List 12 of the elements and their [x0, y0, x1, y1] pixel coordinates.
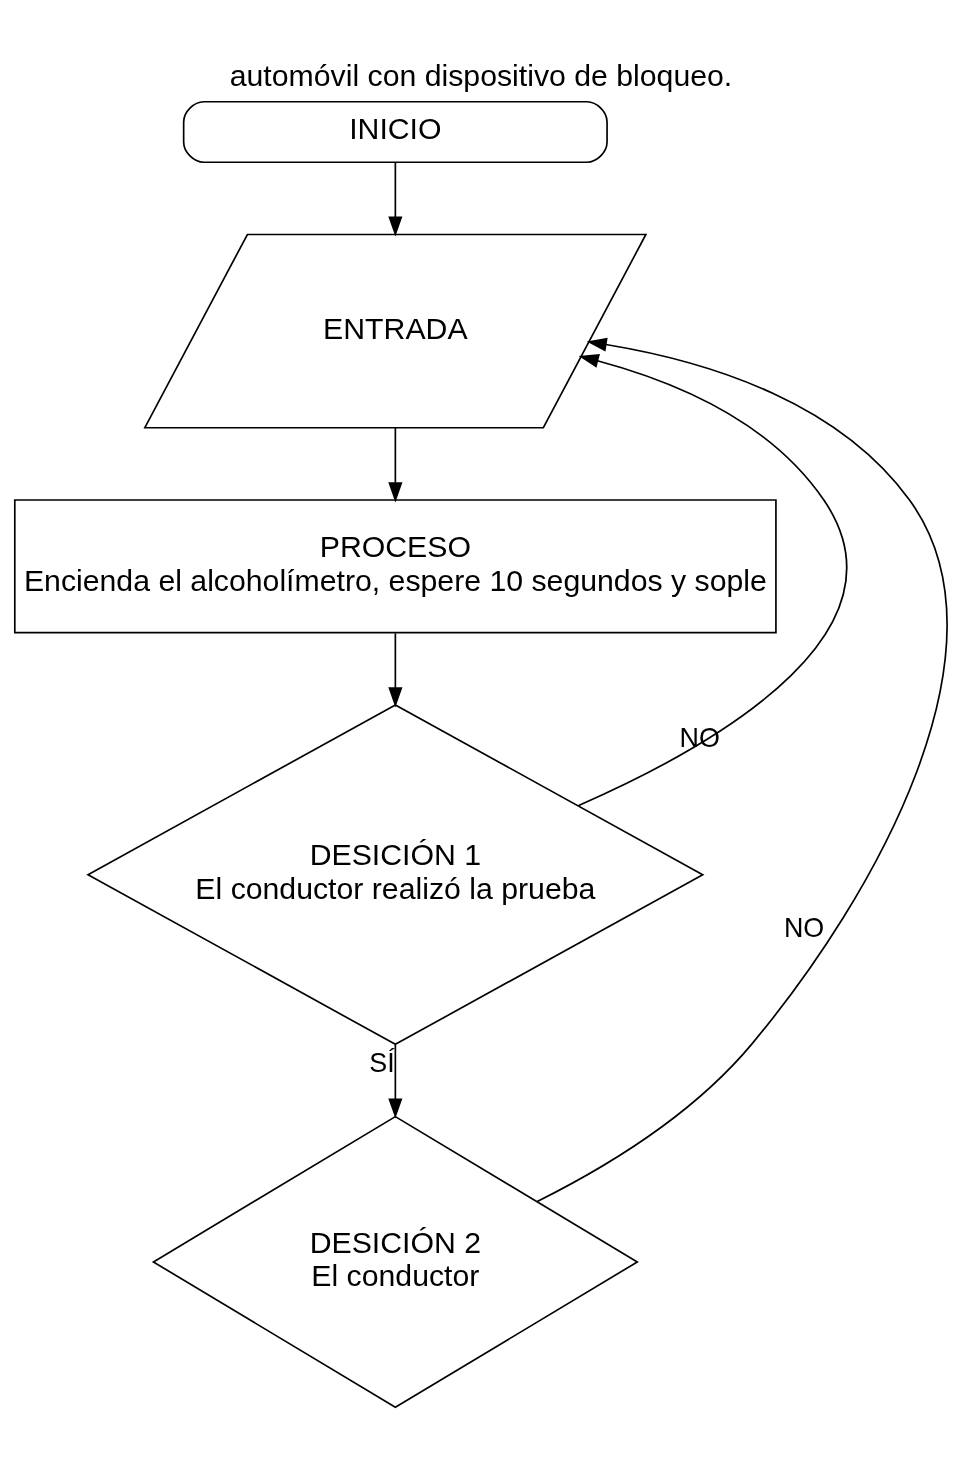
node-box: INICIO — [182, 100, 608, 163]
diagram-title: automóvil con dispositivo de bloqueo. — [229, 58, 733, 92]
arrow — [577, 353, 848, 806]
edge-label: SÍ — [369, 1047, 395, 1078]
arrow — [536, 337, 948, 1202]
arrow — [388, 161, 403, 237]
arrow — [388, 1043, 403, 1119]
node-box: PROCESO Encienda el alcoholímetro, espere 10 segundos y sople — [13, 498, 777, 634]
arrow — [388, 426, 403, 502]
edge-label: NO — [783, 912, 825, 943]
node-diamond: DESICIÓN 2 El conductor — [151, 1115, 639, 1408]
arrow — [388, 632, 403, 707]
